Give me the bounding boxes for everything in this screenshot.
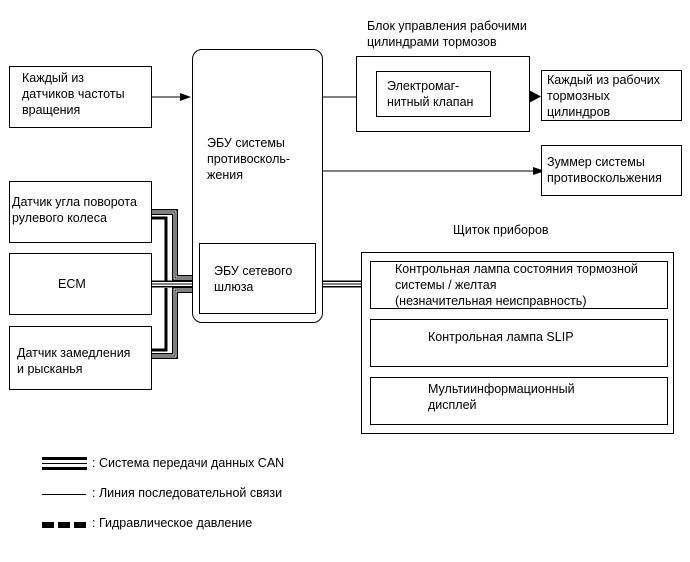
wheel-cylinders-box: Каждый из рабочих тормозных цилиндров (541, 70, 682, 121)
abs-ecu-label: ЭБУ системы противосколь- жения (207, 136, 291, 182)
legend-symbols (42, 457, 87, 528)
solenoid-valve-label: Электромаг- нитный клапан (387, 79, 474, 109)
legend-hydraulic-label: : Гидравлическое давление (92, 516, 253, 530)
legend-serial-symbol (42, 494, 86, 495)
solenoid-valve-box: Электромаг- нитный клапан (376, 71, 491, 117)
brake-warning-lamp-box: Контрольная лампа состояния тормозной си… (370, 261, 668, 309)
multi-display-label: Мультиинформационный дисплей (428, 382, 575, 412)
steering-sensor-label: Датчик угла поворота рулевого колеса (12, 195, 137, 225)
gateway-ecu-label: ЭБУ сетевого шлюза (214, 264, 293, 294)
brake-actuator-box: Электромаг- нитный клапан (356, 56, 530, 132)
ecm-label: ECM (58, 277, 86, 291)
combination-meter-box: Контрольная лампа состояния тормозной си… (361, 252, 674, 434)
brake-actuator-title: Блок управления рабочими цилиндрами торм… (367, 19, 527, 49)
slip-lamp-label: Контрольная лампа SLIP (428, 330, 574, 344)
speed-sensors-label: Каждый из датчиков частоты вращения (22, 71, 125, 117)
legend-can-symbol (42, 457, 87, 470)
legend-hydraulic-symbol (42, 522, 86, 528)
multi-display-box: Мультиинформационный дисплей (370, 377, 668, 425)
gateway-ecu-box: ЭБУ сетевого шлюза (199, 243, 316, 314)
skid-buzzer-box: Зуммер системы противоскольжения (541, 145, 682, 196)
serial-line-buzzer (322, 167, 545, 175)
serial-line-speed-sensors (152, 93, 191, 101)
yaw-sensor-box: Датчик замедления и рысканья (9, 326, 152, 390)
abs-ecu-box: ЭБУ системы противосколь- жения ЭБУ сете… (192, 49, 323, 323)
ecm-box: ECM (9, 253, 152, 315)
speed-sensors-box: Каждый из датчиков частоты вращения (9, 66, 152, 128)
combination-meter-title: Щиток приборов (453, 223, 549, 237)
can-bus-left (150, 209, 193, 359)
wheel-cylinders-label: Каждый из рабочих тормозных цилиндров (547, 73, 661, 119)
skid-buzzer-label: Зуммер системы противоскольжения (547, 155, 662, 185)
slip-lamp-box: Контрольная лампа SLIP (370, 319, 668, 367)
steering-sensor-box: Датчик угла поворота рулевого колеса (9, 181, 152, 243)
legend-can-label: : Система передачи данных CAN (92, 456, 285, 470)
yaw-sensor-label: Датчик замедления и рысканья (17, 346, 131, 376)
brake-warning-lamp-label: Контрольная лампа состояния тормозной си… (395, 262, 638, 308)
legend-serial-label: : Линия последовательной связи (92, 486, 283, 500)
